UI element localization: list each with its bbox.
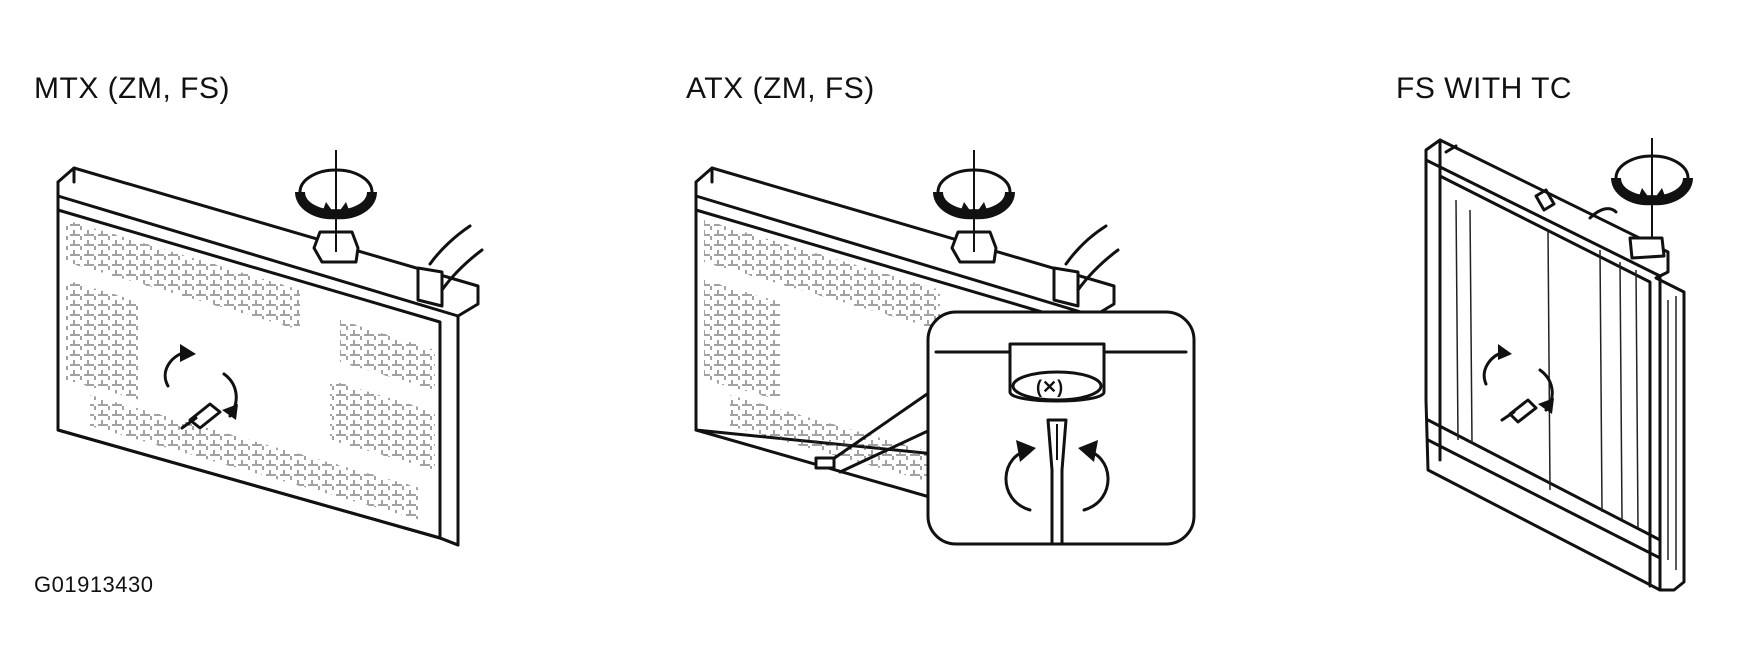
label-fs-with-tc: FS WITH TC [1396,72,1573,105]
label-atx: ATX (ZM, FS) [686,72,875,105]
radiator-mtx [56,150,484,547]
figure-code: G01913430 [34,572,154,597]
drain-plug-icon [163,344,238,430]
rotate-arrow-icon [1004,440,1110,512]
drain-plug-icon [1482,344,1554,424]
drain-plug-callout: (✕) [926,310,1196,546]
svg-text:(✕): (✕) [1036,377,1063,397]
rotate-arrow-icon [1616,138,1688,238]
radiator-atx: (✕) [694,150,1196,546]
radiator-fs-with-tc [1424,138,1688,592]
screwdriver-icon [1046,418,1068,546]
label-mtx: MTX (ZM, FS) [34,72,230,105]
